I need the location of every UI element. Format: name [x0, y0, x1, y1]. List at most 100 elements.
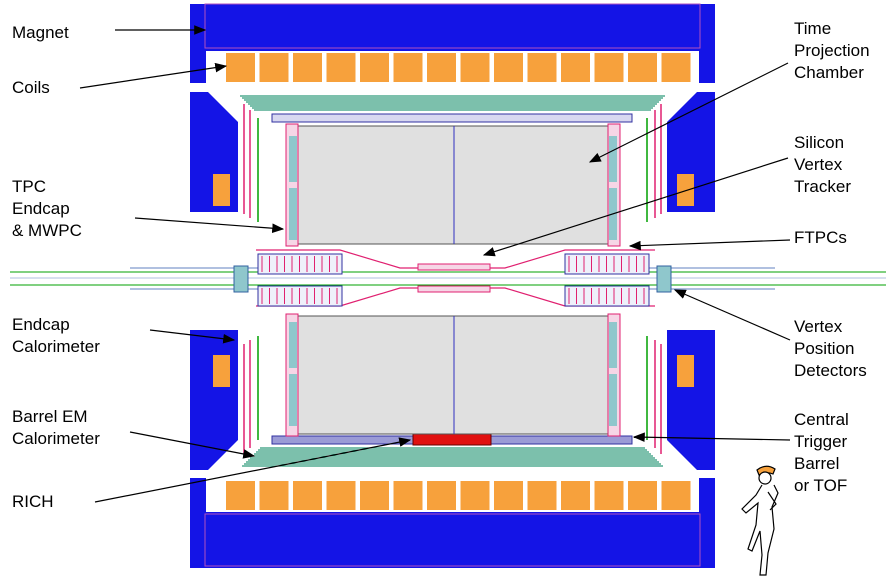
coil-block — [661, 53, 691, 82]
tpc-endcap-right-lower — [607, 313, 621, 437]
label-tpc-line1: Time — [794, 19, 832, 38]
label-endcap-calorimeter-line1: Endcap — [12, 315, 70, 334]
tpc-endcap-left-lower — [285, 313, 299, 437]
coil-block — [226, 53, 255, 82]
label-vpd-line1: Vertex — [794, 317, 843, 336]
coil-block — [661, 481, 691, 510]
coil-block — [259, 53, 289, 82]
tpc-upper-gas — [297, 125, 609, 245]
magnet-bottom-left-wing — [190, 478, 206, 512]
label-tpc-line3: Chamber — [794, 63, 864, 82]
pole-tip-left-lower — [213, 355, 230, 387]
coil-block — [326, 481, 356, 510]
label-ftpc-line: FTPCs — [794, 228, 847, 247]
tpc-lower-gas — [297, 315, 609, 435]
coil-block — [527, 53, 557, 82]
coil-block — [226, 481, 255, 510]
label-tpc-endcap-line1: TPC — [12, 177, 46, 196]
coil-block — [360, 53, 389, 82]
coil-block — [594, 53, 624, 82]
label-vpd-line3: Detectors — [794, 361, 867, 380]
label-barrel-em-line2: Calorimeter — [12, 429, 100, 448]
label-tpc-endcap-line2: Endcap — [12, 199, 70, 218]
label-barrel-em-line1: Barrel EM — [12, 407, 88, 426]
coil-block — [293, 53, 322, 82]
coil-block — [360, 481, 389, 510]
coil-block — [561, 481, 590, 510]
coil-block — [259, 481, 289, 510]
label-vpd: Vertex Position Detectors — [794, 316, 867, 382]
coil-block — [494, 481, 523, 510]
pole-tip-right-upper — [677, 174, 694, 206]
magnet-right-lower — [667, 330, 715, 470]
callout-arrow — [79, 62, 228, 89]
label-rich-line: RICH — [12, 492, 54, 511]
label-svt: Silicon Vertex Tracker — [794, 132, 851, 198]
label-barrel-em: Barrel EM Calorimeter — [12, 406, 100, 450]
svt-upper — [417, 263, 491, 271]
magnet-left-lower — [190, 330, 238, 470]
label-coils-line: Coils — [12, 78, 50, 97]
label-tpc-line2: Projection — [794, 41, 870, 60]
barrel-emc-bottom — [242, 447, 663, 467]
tpc-endcap-left-upper — [285, 123, 299, 247]
magnet-bottom-inner-line — [204, 513, 701, 567]
coil-block — [494, 53, 523, 82]
label-coils: Coils — [12, 77, 50, 99]
callout-arrow — [632, 432, 791, 443]
label-tpc-endcap-line3: & MWPC — [12, 221, 82, 240]
beam-pipe — [10, 267, 886, 290]
callout-arrow — [673, 289, 791, 341]
magnet-top — [190, 4, 715, 51]
coil-block — [561, 53, 590, 82]
rich-detector — [412, 433, 492, 446]
coil-block — [460, 481, 490, 510]
label-ftpc: FTPCs — [794, 227, 847, 249]
coil-block — [527, 481, 557, 510]
label-rich: RICH — [12, 491, 54, 513]
coil-block — [293, 481, 322, 510]
coils-top — [226, 53, 691, 82]
label-svt-line2: Vertex — [794, 155, 843, 174]
ftpc-left-upper — [257, 253, 343, 275]
label-ctb: Central Trigger Barrel or TOF — [794, 409, 849, 497]
callout-arrow — [134, 217, 285, 233]
coil-block — [460, 53, 490, 82]
coil-block — [427, 481, 456, 510]
svt-lower — [417, 285, 491, 293]
magnet-bottom — [190, 512, 715, 568]
callout-arrows — [79, 25, 791, 503]
coil-block — [326, 53, 356, 82]
label-magnet-line: Magnet — [12, 23, 69, 42]
person-figure — [741, 465, 779, 576]
label-ctb-line1: Central — [794, 410, 849, 429]
callout-arrow — [149, 329, 236, 344]
label-svt-line3: Tracker — [794, 177, 851, 196]
callout-arrow — [588, 62, 789, 163]
ctb-top — [271, 113, 633, 123]
ftpc-left-lower — [257, 285, 343, 307]
vpd-right — [656, 265, 672, 293]
label-tpc: Time Projection Chamber — [794, 18, 870, 84]
coil-block — [393, 481, 423, 510]
callout-arrow — [94, 437, 412, 503]
coil-block — [628, 481, 657, 510]
label-svt-line1: Silicon — [794, 133, 845, 152]
label-endcap-calorimeter: Endcap Calorimeter — [12, 314, 100, 358]
label-ctb-line3: Barrel — [794, 454, 840, 473]
label-vpd-line2: Position — [794, 339, 855, 358]
callout-arrow — [482, 157, 789, 257]
label-magnet: Magnet — [12, 22, 69, 44]
label-ctb-line4: or TOF — [794, 476, 848, 495]
callout-arrow — [129, 431, 256, 459]
coil-block — [594, 481, 624, 510]
label-ctb-line2: Trigger — [794, 432, 848, 451]
pole-tip-right-lower — [677, 355, 694, 387]
label-tpc-endcap: TPC Endcap & MWPC — [12, 176, 82, 242]
coils-bottom — [226, 481, 691, 510]
magnet-top-right-wing — [699, 51, 715, 83]
magnet-bottom-right-wing — [699, 478, 715, 512]
ftpc-right-lower — [564, 285, 650, 307]
tpc-endcap-right-upper — [607, 123, 621, 247]
